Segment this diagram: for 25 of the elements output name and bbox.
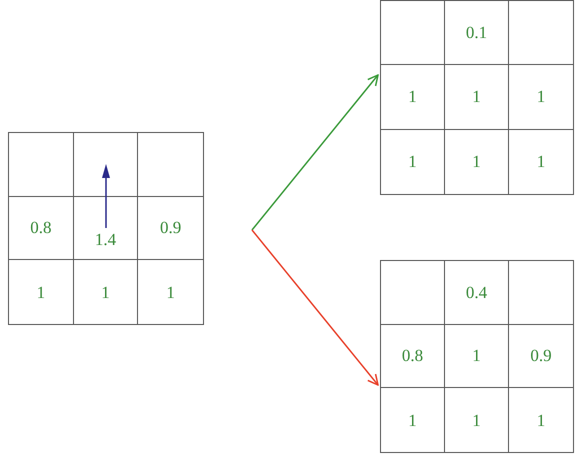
- grid-cell: 1: [381, 388, 445, 452]
- grid-cell: 1: [445, 324, 509, 388]
- grid-table: [8, 132, 204, 325]
- arrow: [251, 74, 379, 230]
- grid-table: [380, 260, 574, 453]
- grid-cell: 0.9: [138, 196, 203, 260]
- grid-cell: 1: [74, 260, 138, 324]
- grid-cell-text: 1: [165, 282, 176, 304]
- grid-cell: 1: [445, 388, 509, 452]
- grid-cell: 1: [381, 65, 445, 130]
- arrow: [251, 230, 379, 386]
- grid-cell: 0.9: [509, 324, 573, 388]
- grid-cell: 1.4: [74, 196, 138, 260]
- grid-table: [380, 0, 574, 195]
- grid-cell: 1: [509, 65, 573, 130]
- grid-cell: 0.1: [445, 1, 509, 66]
- grid-cell: 0.8: [381, 324, 445, 388]
- grid-cell: 0.8: [9, 196, 74, 260]
- grid-cell: 1: [445, 130, 509, 194]
- grid-cell-text: 1: [536, 410, 546, 432]
- grid-cell: 1: [9, 260, 74, 324]
- grid-cell: 1: [381, 130, 445, 194]
- grid-cell-text: 1: [536, 151, 546, 174]
- grid-cell: 0.4: [445, 261, 509, 325]
- grid-cell: 1: [445, 65, 509, 130]
